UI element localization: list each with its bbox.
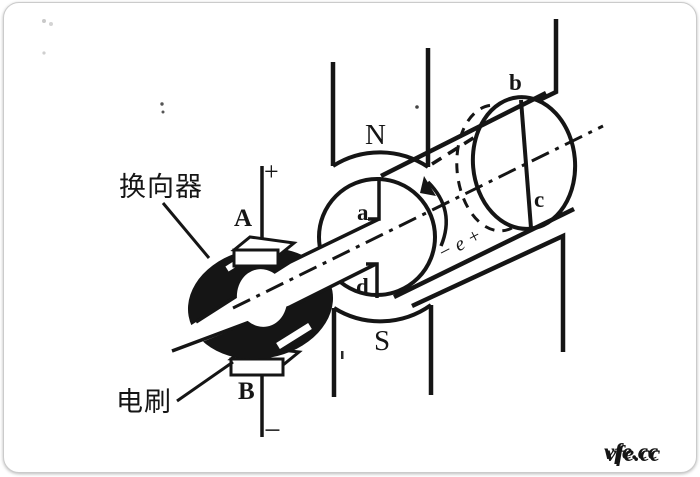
watermark: vfe.cc vfe.cc — [604, 439, 660, 466]
rotation-arrow — [420, 176, 448, 247]
south-pole-rear-edge — [411, 232, 566, 352]
segment-gap-bottom — [276, 323, 312, 349]
end-connection-bc — [519, 99, 533, 229]
conductor-b-label: b — [509, 70, 522, 95]
coil-side-dc — [393, 206, 575, 300]
brush-label: 电刷 — [116, 387, 172, 417]
plus-sign: + — [264, 157, 279, 186]
brush-a — [230, 166, 298, 268]
armature-rear — [455, 95, 578, 233]
coil-side-ab — [379, 90, 548, 179]
brush-b-front-face — [229, 357, 285, 377]
leader-line-brush — [176, 360, 234, 403]
north-pole-label: N — [365, 119, 386, 151]
slot-a — [368, 177, 381, 221]
watermark-highlight: vfe.cc — [606, 441, 660, 466]
south-pole — [331, 232, 566, 397]
commutator-bore — [236, 269, 288, 327]
terminal-b-label: B — [238, 378, 255, 405]
south-pole-label: S — [374, 325, 390, 357]
conductor-c-label: c — [534, 187, 544, 212]
commutator-label: 换向器 — [119, 172, 203, 202]
shaft-axis-line — [232, 124, 604, 310]
paper-specks — [42, 19, 445, 359]
minus-sign: − — [264, 414, 281, 447]
leader-line-commutator — [161, 202, 211, 259]
armature-slots — [366, 177, 381, 298]
shaft-lower-edge — [171, 262, 377, 353]
south-pole-face-arc — [332, 303, 433, 324]
north-pole-face-arc — [331, 150, 430, 169]
brush-a-front-face — [232, 248, 280, 268]
conductor-a-label: a — [357, 200, 369, 225]
rotation-arrowhead — [420, 176, 436, 196]
terminal-a-label: A — [234, 205, 252, 232]
watermark-text: vfe.cc — [604, 439, 658, 464]
conductor-d-label: d — [356, 274, 369, 299]
shaft-upper-edge — [195, 217, 380, 324]
slot-d — [366, 262, 379, 298]
